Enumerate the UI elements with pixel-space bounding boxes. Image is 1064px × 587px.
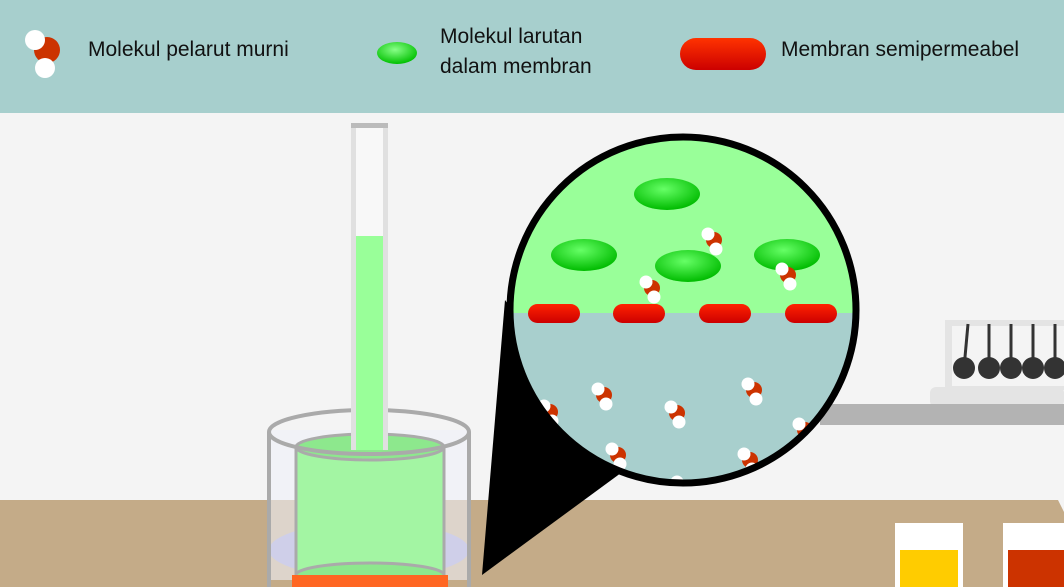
- legend-bar: Molekul pelarut murni Molekul larutan da…: [0, 0, 1064, 113]
- tube-solution-level: [356, 236, 383, 450]
- solute-molecule: [655, 250, 721, 282]
- legend-solute-label-2: dalam membran: [440, 55, 592, 78]
- membrane-segment: [613, 304, 665, 323]
- solution-region: [511, 138, 855, 314]
- solute-molecule: [551, 239, 617, 271]
- solvent-molecule-icon: [25, 30, 60, 78]
- yellow-bottle: [895, 523, 963, 587]
- solute-molecule-icon: [377, 42, 417, 64]
- table: [0, 500, 1064, 587]
- shelf: [820, 404, 1064, 425]
- osmosis-tube: [351, 123, 388, 450]
- solute-molecule: [754, 239, 820, 271]
- newtons-cradle: [930, 320, 1064, 407]
- membrane-icon: [680, 38, 766, 70]
- legend-solvent-label: Molekul pelarut murni: [88, 38, 289, 61]
- legend-membrane-label: Membran semipermeabel: [781, 38, 1020, 61]
- membrane-segment: [785, 304, 837, 323]
- membrane-segment: [699, 304, 751, 323]
- beaker: [267, 408, 471, 587]
- legend-solute-label-1: Molekul larutan: [440, 25, 583, 48]
- red-bottle: [1003, 523, 1064, 587]
- solute-molecule: [634, 178, 700, 210]
- membrane-segment: [528, 304, 580, 323]
